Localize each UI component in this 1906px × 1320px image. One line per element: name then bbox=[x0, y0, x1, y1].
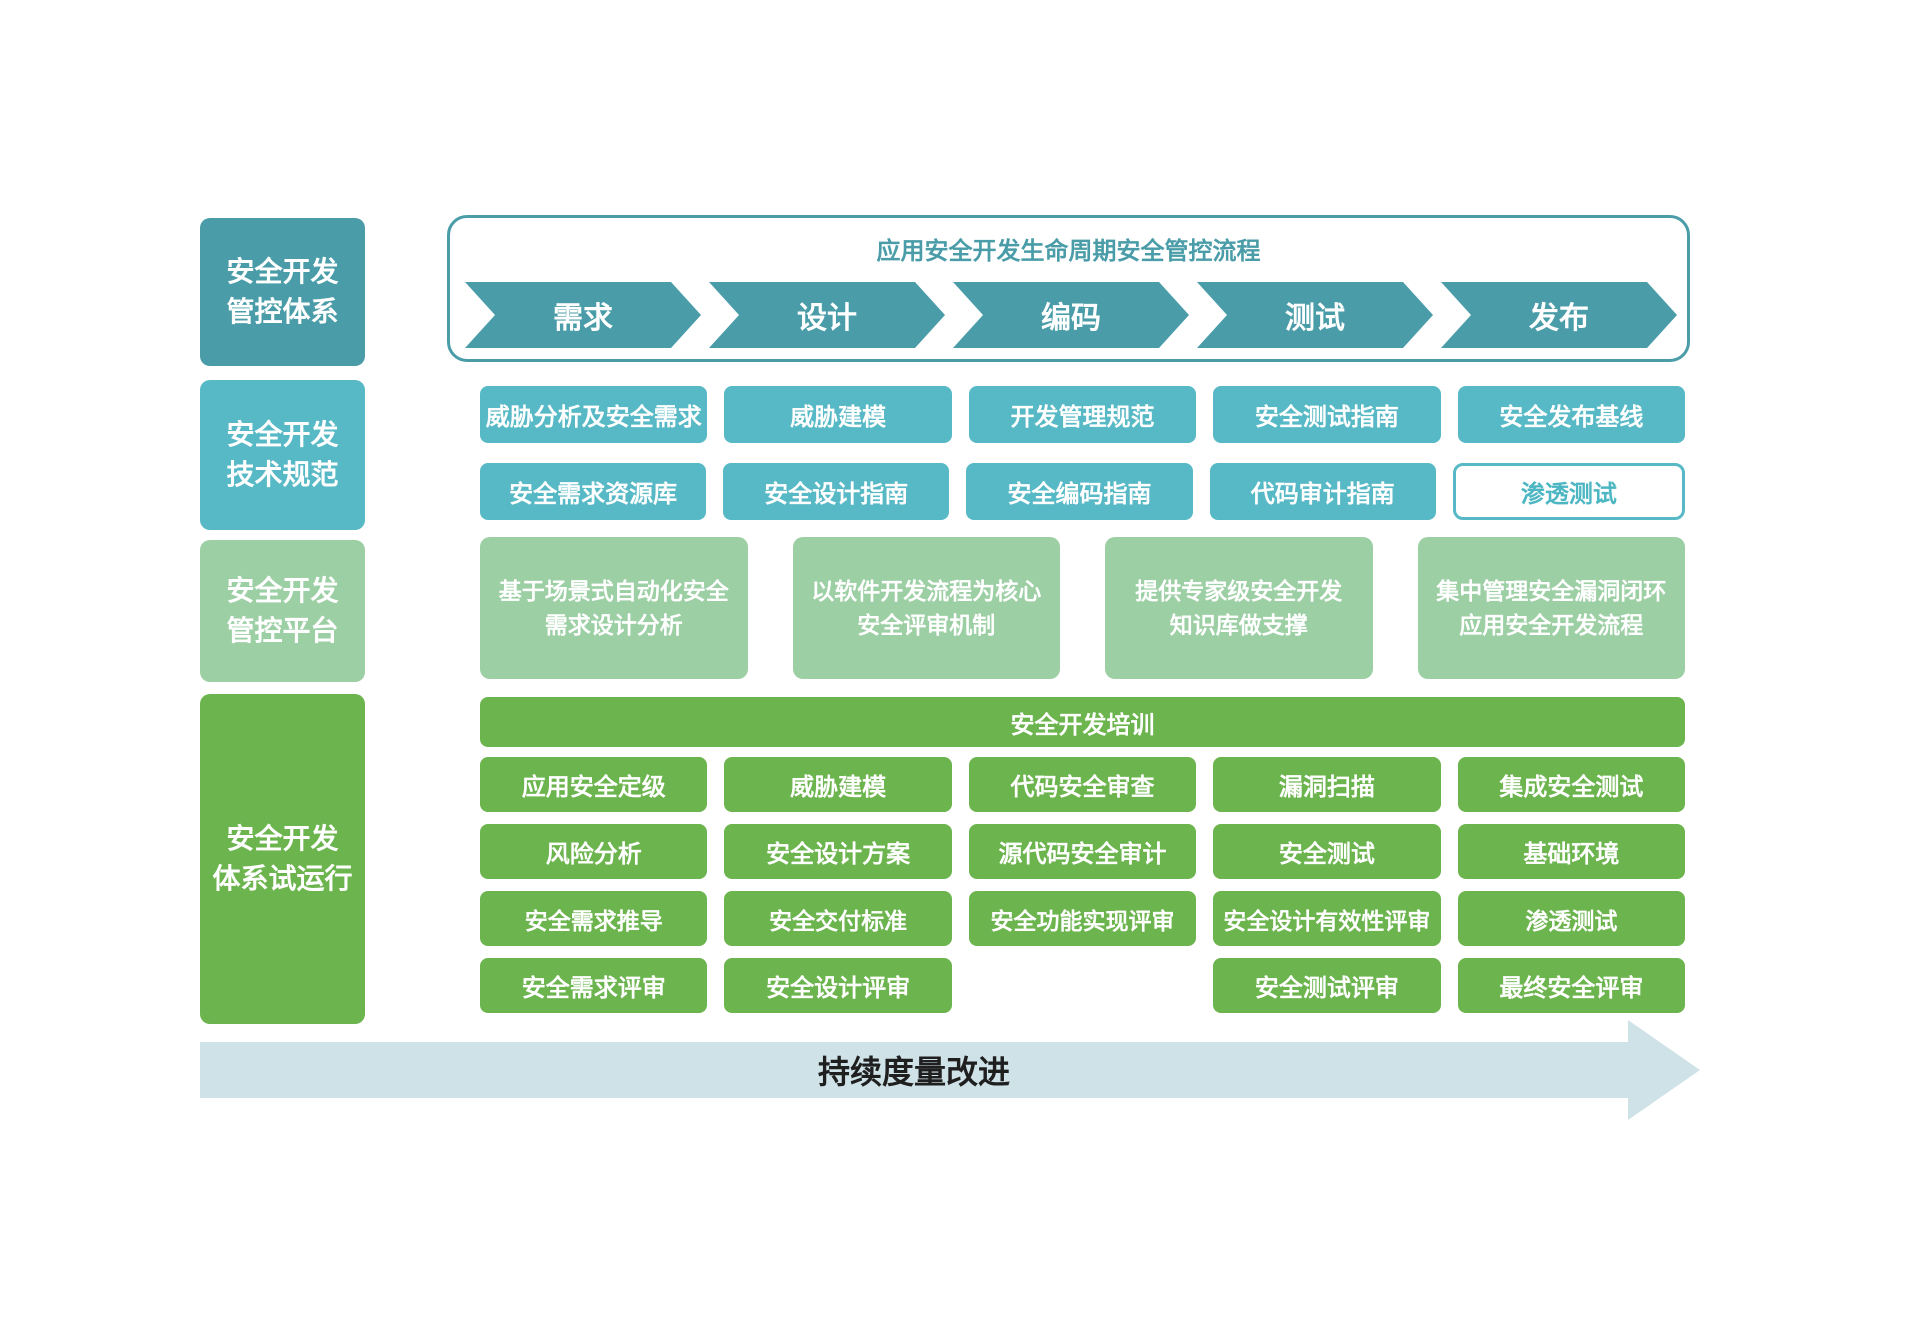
lifecycle-title: 应用安全开发生命周期安全管控流程 bbox=[876, 238, 1261, 265]
continuous-improvement-arrow: 持续度量改进 bbox=[200, 1020, 1700, 1120]
section-label-platform: 安全开发 管控平台 bbox=[200, 540, 365, 682]
trial-test-review: 安全测试评审 bbox=[1213, 958, 1441, 1013]
trial-security-design-plan: 安全设计方案 bbox=[724, 824, 952, 879]
spec-dev-management: 开发管理规范 bbox=[968, 386, 1197, 443]
spec-secure-design-guide: 安全设计指南 bbox=[723, 463, 950, 520]
trial-penetration-testing: 渗透测试 bbox=[1457, 891, 1686, 946]
platform-auto-requirements-analysis: 基于场景式自动化安全 需求设计分析 bbox=[480, 537, 748, 679]
spec-release-baseline: 安全发布基线 bbox=[1457, 386, 1686, 443]
spec-threat-analysis-requirements: 威胁分析及安全需求 bbox=[480, 386, 708, 443]
continuous-improvement-label: 持续度量改进 bbox=[817, 1054, 1010, 1090]
lifecycle-stages: 需求 设计 编码 测试 发布 bbox=[465, 282, 1677, 348]
trial-row-3: 安全需求推导 安全交付标准 安全功能实现评审 安全设计有效性评审 渗透测试 bbox=[480, 891, 1686, 946]
trial-app-security-rating: 应用安全定级 bbox=[480, 757, 708, 812]
trial-function-implementation-review: 安全功能实现评审 bbox=[968, 891, 1197, 946]
spec-requirements-repository: 安全需求资源库 bbox=[480, 463, 707, 520]
spec-threat-modeling: 威胁建模 bbox=[724, 386, 952, 443]
trial-delivery-standard: 安全交付标准 bbox=[724, 891, 952, 946]
trial-row-2: 风险分析 安全设计方案 源代码安全审计 安全测试 基础环境 bbox=[480, 824, 1686, 879]
stage-testing: 测试 bbox=[1197, 282, 1433, 348]
section-label-trial: 安全开发 体系试运行 bbox=[200, 694, 365, 1024]
trial-design-review: 安全设计评审 bbox=[724, 958, 952, 1013]
trial-base-environment: 基础环境 bbox=[1457, 824, 1686, 879]
trial-source-code-audit: 源代码安全审计 bbox=[968, 824, 1197, 879]
section-label-framework: 安全开发 管控体系 bbox=[200, 218, 365, 366]
trial-final-security-review: 最终安全评审 bbox=[1457, 958, 1686, 1013]
specs-row-1: 威胁分析及安全需求 威胁建模 开发管理规范 安全测试指南 安全发布基线 bbox=[480, 386, 1686, 443]
stage-coding: 编码 bbox=[953, 282, 1189, 348]
stage-requirements: 需求 bbox=[465, 282, 701, 348]
training-bar: 安全开发培训 bbox=[480, 697, 1685, 747]
trial-vulnerability-scan: 漏洞扫描 bbox=[1213, 757, 1441, 812]
spec-security-test-guide: 安全测试指南 bbox=[1213, 386, 1441, 443]
trial-security-testing: 安全测试 bbox=[1213, 824, 1441, 879]
trial-threat-modeling: 威胁建模 bbox=[724, 757, 952, 812]
stage-release: 发布 bbox=[1441, 282, 1677, 348]
platform-row: 基于场景式自动化安全 需求设计分析 以软件开发流程为核心 安全评审机制 提供专家… bbox=[480, 537, 1685, 679]
platform-vulnerability-closed-loop: 集中管理安全漏洞闭环 应用安全开发流程 bbox=[1417, 537, 1685, 679]
platform-expert-knowledge-base: 提供专家级安全开发 知识库做支撑 bbox=[1105, 537, 1373, 679]
trial-integration-security-test: 集成安全测试 bbox=[1457, 757, 1686, 812]
spec-code-audit-guide: 代码审计指南 bbox=[1209, 463, 1436, 520]
trial-requirements-review: 安全需求评审 bbox=[480, 958, 708, 1013]
trial-row-1: 应用安全定级 威胁建模 代码安全审查 漏洞扫描 集成安全测试 bbox=[480, 757, 1686, 812]
spec-penetration-test: 渗透测试 bbox=[1452, 463, 1686, 520]
trial-code-security-review: 代码安全审查 bbox=[968, 757, 1197, 812]
trial-risk-analysis: 风险分析 bbox=[480, 824, 708, 879]
platform-review-mechanism: 以软件开发流程为核心 安全评审机制 bbox=[792, 537, 1060, 679]
trial-design-effectiveness-review: 安全设计有效性评审 bbox=[1213, 891, 1441, 946]
section-label-specs: 安全开发 技术规范 bbox=[200, 380, 365, 530]
spec-secure-coding-guide: 安全编码指南 bbox=[966, 463, 1193, 520]
specs-row-2: 安全需求资源库 安全设计指南 安全编码指南 代码审计指南 渗透测试 bbox=[480, 463, 1686, 520]
lifecycle-flow-box: 应用安全开发生命周期安全管控流程 需求 设计 编码 测试 发布 bbox=[447, 215, 1690, 362]
trial-row-4: 安全需求评审 安全设计评审 安全测试评审 最终安全评审 bbox=[480, 958, 1686, 1013]
trial-requirements-derivation: 安全需求推导 bbox=[480, 891, 708, 946]
stage-design: 设计 bbox=[709, 282, 945, 348]
